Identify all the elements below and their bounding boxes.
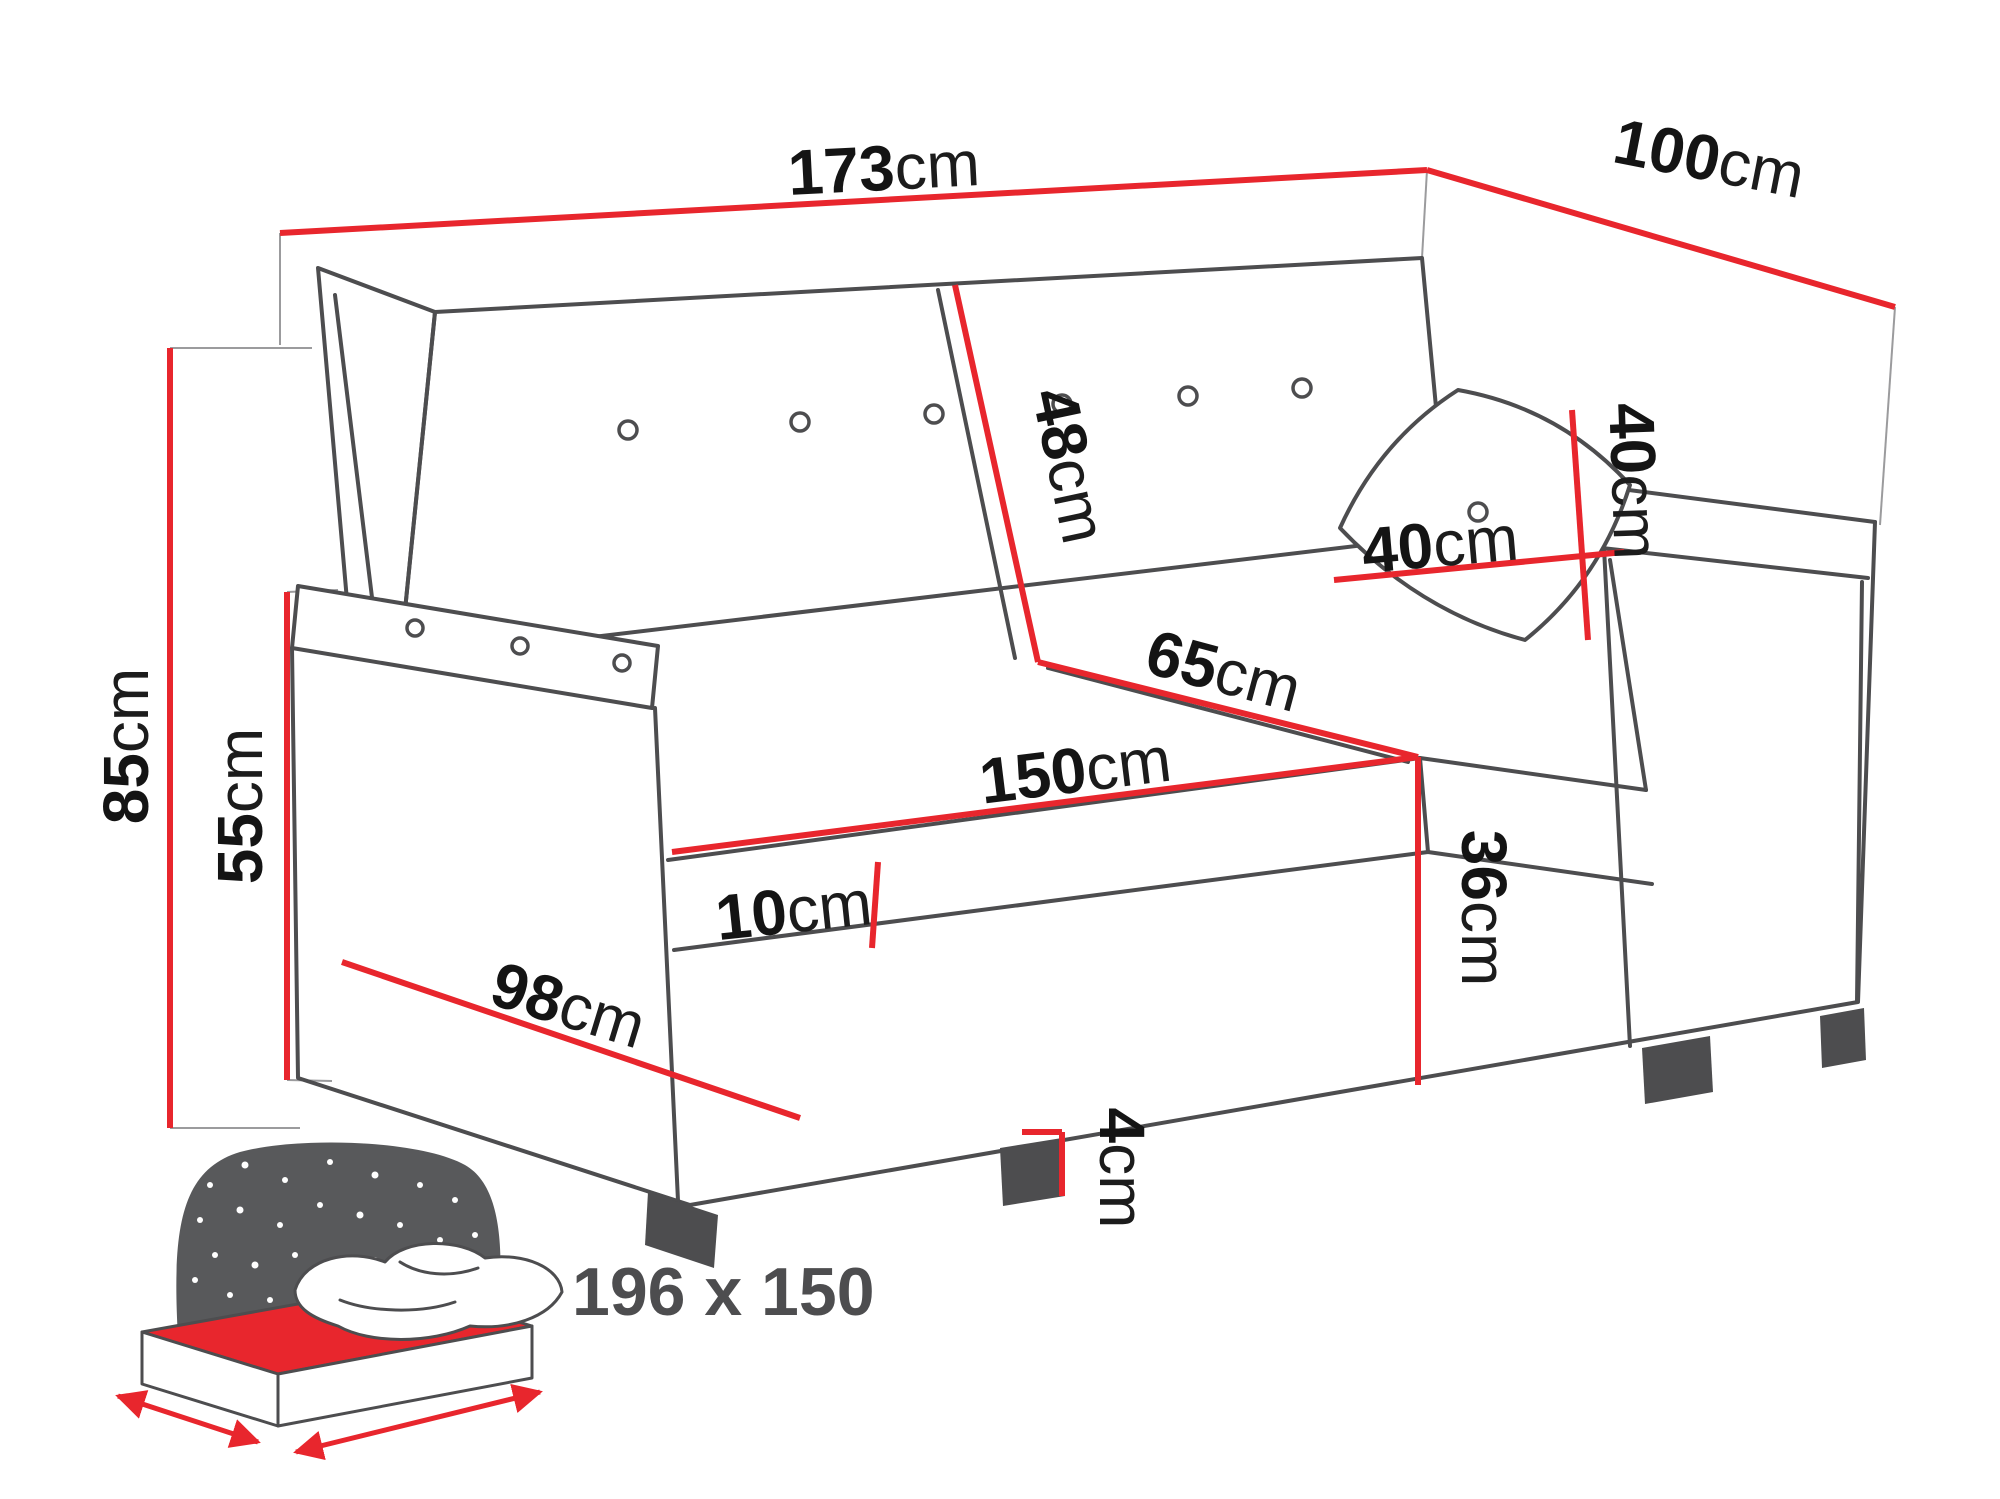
backrest-buttons	[617, 377, 1313, 441]
mattress-dimension-arrows	[115, 1383, 543, 1461]
left-armrest-band	[290, 584, 660, 710]
sofa-body-outline	[290, 520, 1877, 1207]
pillow-button	[1467, 501, 1489, 523]
dim-line-seat-depth	[1037, 659, 1419, 760]
dim-line-backrest-height	[952, 284, 1041, 663]
armrest-buttons	[405, 618, 632, 673]
label-seat-width: 150cm	[976, 723, 1175, 818]
dimension-labels: 173cm 100cm 85cm 55cm 48cm 65cm 150cm 10…	[90, 105, 1810, 1229]
label-total-width: 173cm	[786, 127, 982, 209]
label-pillow-width: 40cm	[1359, 501, 1521, 586]
dim-line-base-depth	[341, 959, 801, 1121]
label-leg-height: 4cm	[1086, 1108, 1158, 1229]
dim-line-total-depth	[1426, 167, 1896, 310]
sofa-legs	[645, 1008, 1866, 1268]
label-total-depth: 100cm	[1608, 105, 1810, 212]
label-base-depth: 98cm	[483, 948, 654, 1063]
dimension-lines	[167, 167, 1896, 1196]
backrest	[398, 256, 1450, 662]
label-total-height: 85cm	[90, 668, 162, 825]
label-pillow-height: 40cm	[1595, 402, 1672, 561]
duvet	[293, 1242, 564, 1341]
label-backrest-height: 48cm	[1018, 381, 1121, 549]
label-cushion-height: 10cm	[712, 866, 875, 954]
dim-line-total-width	[279, 167, 1428, 236]
dim-line-cushion-height	[869, 861, 881, 949]
dim-line-pillow-width	[1333, 549, 1625, 583]
dim-line-pillow-height	[1569, 409, 1591, 641]
right-armrest	[1596, 484, 1877, 524]
label-arm-height: 55cm	[204, 728, 276, 885]
dim-line-seat-width	[671, 754, 1419, 855]
label-seat-height: 36cm	[1448, 830, 1520, 987]
sleeping-function-icon	[115, 1142, 564, 1461]
sleeping-area-label: 196 x 150	[572, 1254, 875, 1330]
sofa-artwork	[290, 256, 1877, 1268]
